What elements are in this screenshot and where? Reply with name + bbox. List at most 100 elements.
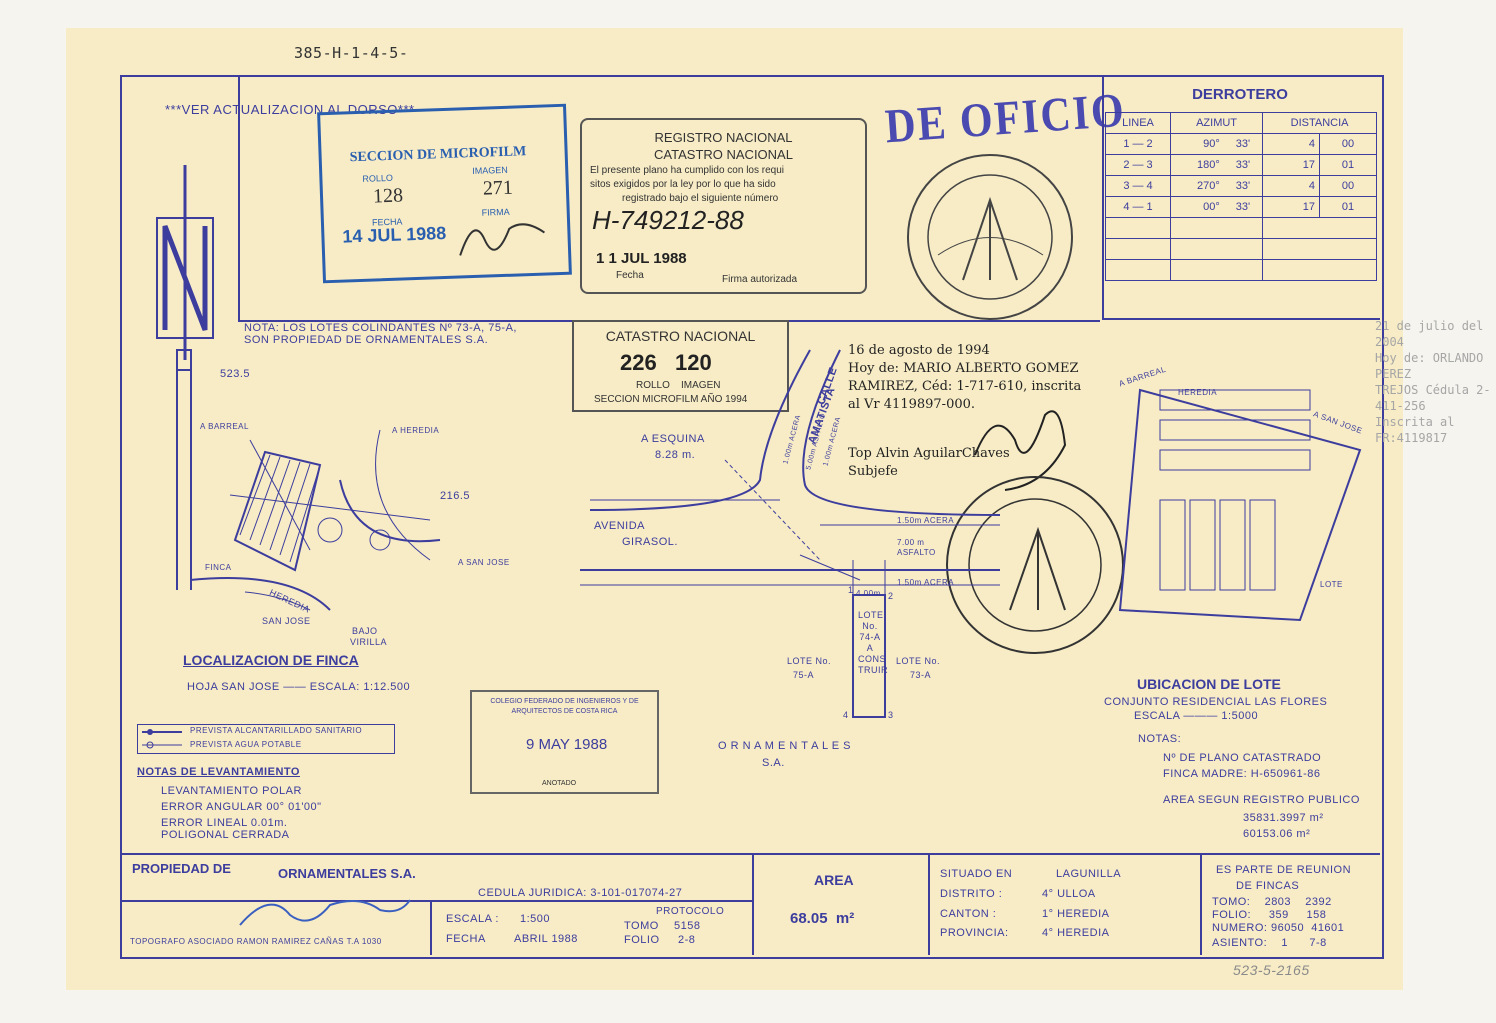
row-grados: 90° [1169, 133, 1224, 155]
catastro-labels: ROLLO IMAGEN [636, 380, 721, 391]
plan-ornamentales: O R N A M E N T A L E S [718, 740, 851, 752]
ubic-lote: LOTE [1320, 580, 1343, 589]
coord-216: 216.5 [440, 490, 471, 502]
plan-asfalto-h: 7.00 m ASFALTO [897, 538, 936, 557]
lote-line: A [866, 643, 874, 653]
col-linea: LINEA [1105, 112, 1171, 134]
row-min: 33' [1223, 196, 1264, 218]
escala-value: 1:500 [520, 913, 551, 925]
main-frame [120, 75, 1384, 959]
ubicacion-sub: CONJUNTO RESIDENCIAL LAS FLORES [1104, 696, 1328, 708]
signature-icon [239, 899, 411, 926]
lote-73-label: LOTE No. [896, 656, 941, 666]
footer-divider-v [928, 853, 930, 955]
row-min: 33' [1223, 133, 1264, 155]
registro-body1: El presente plano ha cumplido con los re… [590, 165, 785, 176]
notas-title: NOTAS: [1138, 733, 1182, 745]
header-note: ***VER ACTUALIZACION AL DORSO*** [165, 102, 415, 117]
registro-numero: H-749212-88 [592, 205, 744, 235]
stamp-colegio: COLEGIO FEDERADO DE INGENIEROS Y DE ARQU… [470, 690, 659, 794]
row-d1: 17 [1262, 154, 1321, 176]
label-finca: FINCA [205, 563, 232, 572]
reunion-line2: DE FINCAS [1236, 880, 1300, 892]
lote-line: TRUIR [858, 665, 888, 675]
colegio-footer: ANOTADO [542, 780, 577, 787]
topografo: TOPOGRAFO ASOCIADO RAMON RAMIREZ CAÑAS T… [130, 937, 382, 946]
row-d2: 01 [1319, 196, 1377, 218]
row-d1: 4 [1262, 175, 1321, 197]
typed-note-line3: RAMIREZ, Céd: 1-717-610, inscrita [848, 379, 1082, 394]
nota-lotes-line1: NOTA: LOS LOTES COLINDANTES Nº 73-A, 75-… [244, 322, 517, 334]
reunion-line1: ES PARTE DE REUNION [1216, 864, 1352, 876]
legend-box [137, 724, 395, 754]
colegio-line2: ARQUITECTOS DE COSTA RICA [511, 708, 618, 715]
footer-divider [120, 853, 1380, 855]
label-a-barreal: A BARREAL [200, 422, 249, 431]
location-sketch [190, 429, 441, 611]
label-bajo: BAJO [352, 626, 378, 636]
registro-date: 1 1 JUL 1988 [596, 250, 687, 267]
derrotero-box [1102, 75, 1380, 320]
footer-divider-v [752, 853, 754, 955]
typed-note-line5: Top Alvin AguilarChaves [848, 446, 1010, 461]
row-min: 33' [1223, 175, 1264, 197]
fecha-value: ABRIL 1988 [514, 933, 578, 945]
typed-note-line6: Subjefe [848, 464, 898, 479]
ubicacion-sketch [1118, 388, 1362, 622]
label-san-jose: SAN JOSE [262, 616, 311, 626]
lote-75-label: LOTE No. [787, 656, 832, 666]
lote-75-num: 75-A [793, 670, 815, 680]
provincia-value: 4° HEREDIA [1042, 927, 1110, 939]
reunion-numero: NUMERO: 96050 41601 [1212, 922, 1345, 934]
canton-label: CANTON : [940, 908, 997, 920]
area-value: 68.05 m² [790, 910, 855, 927]
label-virilla: VIRILLA [350, 637, 388, 647]
reunion-folio: FOLIO: 359 158 [1212, 909, 1327, 921]
legend-agua: PREVISTA AGUA POTABLE [190, 740, 302, 749]
row-grados: 270° [1169, 175, 1224, 197]
ghost-line: Inscrita al FR:4119817 [1375, 415, 1455, 445]
imagen-value: 271 [482, 176, 514, 200]
notas-area1: 35831.3997 m² [1243, 812, 1324, 824]
table-row: 3 — 4 270° 33' 4 00 [1105, 175, 1377, 197]
footer-divider-v [430, 900, 432, 955]
row-min: 33' [1223, 154, 1264, 176]
provincia-label: PROVINCIA: [940, 927, 1009, 939]
lote-line: No. [862, 621, 878, 631]
plan-dimension: 4.00m [856, 589, 881, 598]
seal-icon [907, 154, 1073, 320]
label-a-sanjose: A SAN JOSE [458, 558, 510, 567]
tomo-label: TOMO [624, 920, 659, 932]
notas-lev-l3: ERROR LINEAL 0.01m. [161, 817, 288, 829]
folio-label: FOLIO [624, 934, 660, 946]
stamp-microfilm-title: SECCION DE MICROFILM [349, 144, 527, 166]
notas-lev-l1: LEVANTAMIENTO POLAR [161, 785, 302, 797]
row-grados: 00° [1169, 196, 1224, 218]
area-label: AREA [814, 872, 854, 888]
localizacion-title: LOCALIZACION DE FINCA [183, 652, 359, 668]
situado-value: LAGUNILLA [1056, 868, 1122, 880]
notas-lev-l4: POLIGONAL CERRADA [161, 829, 290, 841]
col-distancia: DISTANCIA [1262, 112, 1377, 134]
registro-body2: sitos exigidos por la ley por lo que ha … [590, 179, 776, 190]
ubicacion-escala: ESCALA ——— 1:5000 [1134, 710, 1259, 722]
propiedad-value: ORNAMENTALES S.A. [278, 866, 416, 881]
registro-line2: CATASTRO NACIONAL [654, 147, 793, 162]
table-row: 1 — 2 90° 33' 4 00 [1105, 133, 1377, 155]
col-azimut: AZIMUT [1169, 112, 1264, 134]
hoja-escala: HOJA SAN JOSE —— ESCALA: 1:12.500 [187, 681, 411, 693]
notas-lev-l2: ERROR ANGULAR 00° 01'00" [161, 801, 322, 813]
tomo-value: 5158 [674, 920, 701, 932]
plan-sa: S.A. [762, 757, 785, 769]
legend-icons [142, 729, 182, 749]
table-row: 2 — 3 180° 33' 17 01 [1105, 154, 1377, 176]
escala-label: ESCALA : [446, 913, 499, 925]
rollo-label: ROLLO [362, 172, 394, 184]
row-linea: 3 — 4 [1105, 175, 1171, 197]
notas-area2: 60153.06 m² [1243, 828, 1311, 840]
fecha-value: 14 JUL 1988 [342, 222, 447, 247]
signature-icon [974, 410, 1067, 491]
cedula-juridica: CEDULA JURIDICA: 3-101-017074-27 [478, 887, 683, 899]
propiedad-label: PROPIEDAD DE [132, 861, 231, 876]
point-4: 4 [843, 710, 849, 720]
